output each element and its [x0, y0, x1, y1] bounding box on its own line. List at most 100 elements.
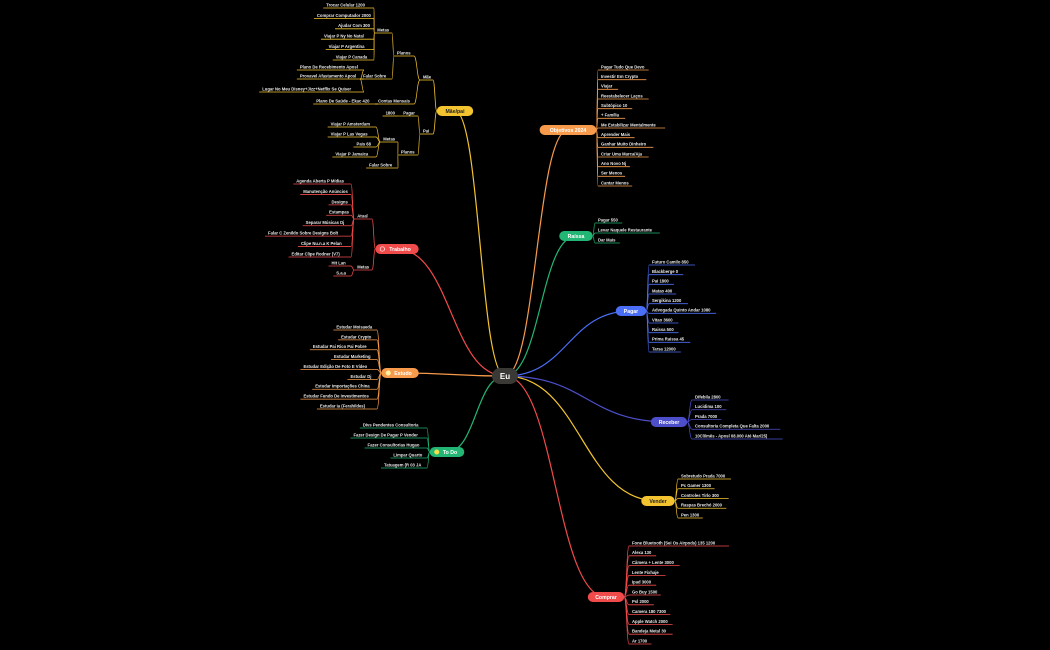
mae-falar-item[interactable]: Plano De Recebimento Aposl [300, 64, 358, 69]
branch-minipai-pill[interactable] [436, 106, 474, 116]
objetivos-item[interactable]: Subtópico 10 [601, 103, 628, 108]
todo-item[interactable]: Tatuagem (R 03 JA [384, 462, 421, 467]
pagar-item[interactable]: Sergikina 1200 [652, 298, 682, 303]
trab-atual-item[interactable]: Estampas [329, 210, 349, 215]
group-mae[interactable]: Mãe [423, 74, 432, 79]
pagar-item[interactable]: Advogada Quinto Andar 1080 [652, 308, 711, 313]
objetivos-item[interactable]: Aprender Mais [601, 132, 631, 137]
estudo-item[interactable]: Estudar Ia (Ferahildes) [320, 403, 366, 408]
estudo-item[interactable]: Estudar Fundo De Investimentos [303, 394, 369, 399]
objetivos-item[interactable]: Cantar Menos [601, 180, 629, 185]
receber-item[interactable]: Prada 7000 [695, 414, 718, 419]
pai-metas-item[interactable]: Viajar P Amsterdam [331, 121, 371, 126]
vender-item[interactable]: Pen 1300 [681, 512, 700, 517]
estudo-item[interactable]: Estudar Dj [350, 374, 371, 379]
comprar-item[interactable]: Câmera + Lente 3000 [632, 560, 674, 565]
estudo-item[interactable]: Estudar Crypto [341, 334, 372, 339]
trab-metas-item[interactable]: S.a.a [336, 270, 346, 275]
raissa-item[interactable]: Levar Naquele Restaurante [598, 227, 653, 232]
group-pai-planos[interactable]: Planos [401, 149, 415, 154]
pagar-item[interactable]: Matao 400 [652, 288, 673, 293]
objetivos-item[interactable]: Criar Uma Marca/Aja [601, 151, 643, 156]
trab-atual-item[interactable]: Manutenção Anúncios [303, 189, 348, 194]
branch-vender-pill[interactable] [641, 496, 675, 506]
estudo-item[interactable]: Estudar Moisaeda [336, 324, 373, 329]
comprar-item[interactable]: Alexa 130 [632, 550, 652, 555]
mae-metas-item[interactable]: Viajar P Argentina [329, 44, 365, 49]
root-node[interactable] [492, 368, 518, 384]
mae-falar-item[interactable]: Lugar No Meu Disney+Jizz+Netflix Se Quis… [262, 86, 351, 91]
pagar-item[interactable]: Blackberge 0 [652, 269, 679, 274]
trab-atual-item[interactable]: Designs [332, 199, 349, 204]
receber-item[interactable]: Difebila 2800 [695, 394, 721, 399]
receber-item[interactable]: Consultoria Completa Que Falta 2000 [695, 424, 770, 429]
trab-atual-item[interactable]: Editar Clipe Rodner (V7) [292, 251, 341, 256]
estudo-item[interactable]: Estudar Pai Rico Pai Pobre [313, 344, 367, 349]
objetivos-item[interactable]: Pagar Tudo Que Devo [601, 64, 645, 69]
objetivos-item[interactable]: Reestabelecer Laços [601, 93, 643, 98]
todo-item[interactable]: Limpar Quarto [393, 452, 422, 457]
vender-item[interactable]: Controles Tirlo 300 [681, 493, 720, 498]
pai-metas-item[interactable]: Viajar P Jamaica [335, 151, 369, 156]
group-mae-metas[interactable]: Metas [377, 27, 390, 32]
branch-receber-pill[interactable] [650, 417, 688, 427]
branch-todo-pill[interactable] [429, 447, 465, 457]
todo-item[interactable]: Fazer Consultorias Hugao [368, 442, 420, 447]
group-mae-planos[interactable]: Planos [397, 50, 411, 55]
group-trab-atual[interactable]: Atual [357, 213, 367, 218]
comprar-item[interactable]: Bandeja Metal 30 [632, 629, 667, 634]
vender-item[interactable]: Pc Gamer 1300 [681, 483, 712, 488]
comprar-item[interactable]: Lente Fixhaje [632, 570, 659, 575]
comprar-item[interactable]: Go Buy 1500 [632, 589, 658, 594]
comprar-item[interactable]: Ipad 3000 [632, 580, 652, 585]
mae-metas-item[interactable]: Trocar Celular 1200 [326, 2, 365, 7]
objetivos-item[interactable]: Investir Em Crypto [601, 74, 639, 79]
group-pai[interactable]: Pai [423, 128, 429, 133]
estudo-item[interactable]: Estudar Importações China [315, 384, 370, 389]
group-mae-falar[interactable]: Falar Sobre [363, 73, 387, 78]
pagar-item[interactable]: Raissa 500 [652, 327, 674, 332]
mae-falar-item[interactable]: Provavel Afastamento Aposl [300, 73, 356, 78]
objetivos-item[interactable]: Ganhar Muito Dinheiro [601, 142, 647, 147]
branch-raissa-pill[interactable] [559, 231, 593, 241]
objetivos-item[interactable]: Ano Novo Nj [601, 161, 626, 166]
todo-item[interactable]: Fazer Design De Pagar P Vender [353, 432, 418, 437]
mae-contas-item[interactable]: Plano De Saúde - Ekac 420 [316, 98, 370, 103]
estudo-item[interactable]: Estudar Edição De Foto E Vídeo [303, 364, 367, 369]
comprar-item[interactable]: Fone Bluetooth (Sei Os Airpods) 135 1200 [632, 540, 716, 545]
pagar-item[interactable]: Prima Raissa 45 [652, 337, 685, 342]
group-mae-contas[interactable]: Contas Mensais [378, 98, 411, 103]
receber-item[interactable]: Lucidima 100 [695, 404, 722, 409]
objetivos-item[interactable]: + Família [601, 113, 620, 118]
comprar-item[interactable]: Psl 2000 [632, 599, 649, 604]
estudo-item[interactable]: Estudar Marketing [334, 354, 371, 359]
trab-atual-item[interactable]: Agenda Aberta P Mídias [296, 178, 344, 183]
objetivos-item[interactable]: Ser Menos [601, 171, 623, 176]
mae-metas-item[interactable]: Viajar P Canada [336, 54, 368, 59]
branch-trabalho-pill[interactable] [375, 244, 419, 254]
mae-metas-item[interactable]: Viajar P Ny No Natal [324, 34, 364, 39]
comprar-item[interactable]: Camera 180 7300 [632, 609, 667, 614]
group-trab-metas[interactable]: Metas [357, 264, 370, 269]
objetivos-item[interactable]: Viajar [601, 84, 613, 89]
trab-atual-item[interactable]: Falar C Zenildo Sobre Designs Bolt [268, 231, 339, 236]
group-pai-metas[interactable]: Metas [383, 136, 396, 141]
pai-metas-item[interactable]: Pais 68 [357, 141, 372, 146]
trab-atual-item[interactable]: Clipe Nu.n.a K Pelan [301, 241, 342, 246]
branch-objetivos-pill[interactable] [539, 125, 597, 135]
branch-comprar-pill[interactable] [587, 592, 625, 602]
objetivos-item[interactable]: Me Estabilizar Mentalmente [601, 122, 656, 127]
pai-metas-item[interactable]: Viajar P Las Vegas [331, 131, 369, 136]
pagar-item[interactable]: Tarsa 12000 [652, 346, 676, 351]
group-pai-pagar[interactable]: Pagar [403, 110, 415, 115]
branch-estudo-pill[interactable] [381, 368, 419, 378]
trab-metas-item[interactable]: Hit Lan [332, 260, 347, 265]
raissa-item[interactable]: Pagar 550 [598, 217, 618, 222]
comprar-item[interactable]: Ar 1700 [632, 638, 648, 643]
group-pai-falar[interactable]: Falar Sobre [369, 162, 393, 167]
pagar-item[interactable]: Pai 1800 [652, 279, 669, 284]
vender-item[interactable]: Sobretudo Prada 7000 [681, 473, 726, 478]
comprar-item[interactable]: Apple Watch 2000 [632, 619, 668, 624]
raissa-item[interactable]: Dar Mais [598, 237, 616, 242]
pagar-item[interactable]: Futuro Camilo 850 [652, 259, 689, 264]
